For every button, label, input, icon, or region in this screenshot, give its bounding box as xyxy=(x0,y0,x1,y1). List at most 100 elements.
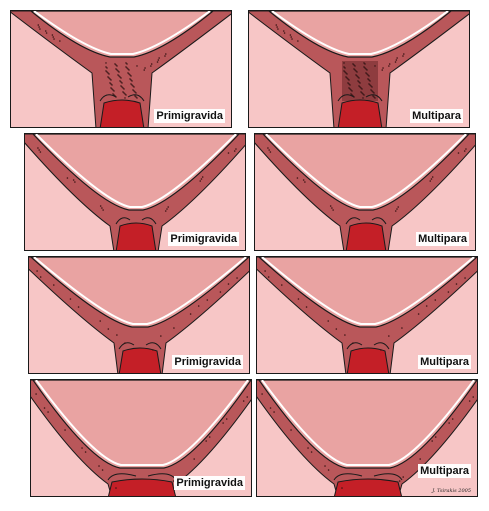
tissue-speckle xyxy=(197,305,200,307)
stipple-dot xyxy=(120,85,122,87)
stipple-dot xyxy=(113,90,115,92)
stipple-dot xyxy=(368,75,370,77)
tissue-speckle xyxy=(447,291,450,293)
stipple-dot xyxy=(357,80,359,82)
stipple-dot xyxy=(124,93,126,95)
uterine-cavity xyxy=(258,380,477,469)
stipple-dot xyxy=(135,96,137,98)
tissue-speckle xyxy=(64,429,66,431)
uterine-cavity xyxy=(258,257,477,328)
stipple-dot xyxy=(372,95,374,97)
tissue-speckle xyxy=(144,67,146,69)
stipple-dot xyxy=(109,78,111,80)
tissue-speckle xyxy=(282,30,285,32)
stipple-dot xyxy=(130,79,132,81)
stipple-dot xyxy=(359,82,361,84)
tissue-speckle xyxy=(52,36,55,38)
stipple-dot xyxy=(115,68,117,70)
tissue-speckle xyxy=(394,210,397,212)
tissue-speckle xyxy=(305,306,308,308)
stipple-dot xyxy=(355,74,357,76)
stipple-dot xyxy=(134,95,136,97)
stipple-dot xyxy=(363,62,365,64)
tissue-speckle xyxy=(291,38,293,40)
tissue-speckle xyxy=(44,30,47,32)
stipple-dot xyxy=(112,89,114,91)
stipple-dot xyxy=(370,85,372,87)
tissue-speckle xyxy=(402,55,404,57)
tissue-speckle xyxy=(402,476,405,478)
tissue-speckle xyxy=(431,440,433,442)
tissue-speckle xyxy=(290,36,293,38)
stipple-dot xyxy=(119,80,121,82)
stipple-dot xyxy=(365,72,367,74)
tissue-speckle xyxy=(283,32,286,34)
stipple-dot xyxy=(368,83,370,85)
external-os-lip xyxy=(373,342,390,350)
stipple-dot xyxy=(345,72,347,74)
panel-multipara-stage-1: Multipara xyxy=(248,10,470,128)
tissue-speckle xyxy=(66,177,69,179)
cervix-illustration xyxy=(257,257,477,373)
tissue-speckle xyxy=(264,270,266,272)
tissue-speckle xyxy=(233,150,236,152)
panel-label: Primigravida xyxy=(154,109,225,123)
stipple-dot xyxy=(127,68,129,70)
external-os-lip xyxy=(99,94,117,102)
tissue-speckle xyxy=(431,176,434,178)
stipple-dot xyxy=(105,70,107,72)
tissue-speckle xyxy=(463,150,466,152)
tissue-speckle xyxy=(324,465,326,467)
stipple-dot xyxy=(372,91,374,93)
tissue-speckle xyxy=(430,178,433,180)
cervical-canal xyxy=(333,478,403,496)
tissue-speckle xyxy=(43,407,46,409)
stipple-dot xyxy=(115,64,117,66)
external-os-lip xyxy=(345,217,361,225)
tissue-speckle xyxy=(222,422,224,424)
stipple-dot xyxy=(356,71,358,73)
tissue-speckle xyxy=(172,480,175,482)
tissue-speckle xyxy=(276,26,278,28)
tissue-speckle xyxy=(394,61,397,63)
cervical-canal xyxy=(107,478,177,496)
tissue-speckle xyxy=(267,276,270,278)
panel-primigravida-stage-1: Primigravida xyxy=(10,10,232,128)
tissue-speckle xyxy=(81,447,83,449)
stipple-dot xyxy=(346,77,348,79)
panel-label: Multipara xyxy=(416,232,469,246)
tissue-speckle xyxy=(304,181,306,183)
cervical-canal xyxy=(118,347,162,373)
tissue-speckle xyxy=(208,436,211,438)
tissue-speckle xyxy=(152,349,154,351)
tissue-speckle xyxy=(327,469,330,471)
stipple-dot xyxy=(349,84,351,86)
stipple-dot xyxy=(371,90,373,92)
stipple-dot xyxy=(121,86,123,88)
tissue-speckle xyxy=(417,313,420,315)
stipple-dot xyxy=(117,70,119,72)
tissue-speckle xyxy=(166,208,168,210)
tissue-speckle xyxy=(344,334,346,336)
tissue-speckle xyxy=(219,291,222,293)
tissue-speckle xyxy=(84,451,87,453)
stipple-dot xyxy=(347,82,349,84)
cervix-illustration xyxy=(11,11,231,127)
stipple-dot xyxy=(125,66,127,68)
stipple-dot xyxy=(128,73,130,75)
fetal-membrane xyxy=(271,11,449,55)
cervical-canal xyxy=(337,99,383,127)
external-os-lip xyxy=(373,473,403,481)
tissue-speckle xyxy=(143,69,146,71)
stipple-dot xyxy=(370,89,372,91)
stipple-dot xyxy=(123,92,125,94)
tissue-speckle xyxy=(246,396,249,398)
stipple-dot xyxy=(347,78,349,80)
panel-multipara-stage-2: Multipara xyxy=(254,133,476,251)
uterine-cavity xyxy=(32,134,240,211)
stipple-dot xyxy=(371,86,373,88)
cervical-canal xyxy=(345,222,387,250)
stipple-dot xyxy=(131,84,133,86)
external-os-lip xyxy=(141,217,157,225)
tissue-speckle xyxy=(53,38,55,40)
